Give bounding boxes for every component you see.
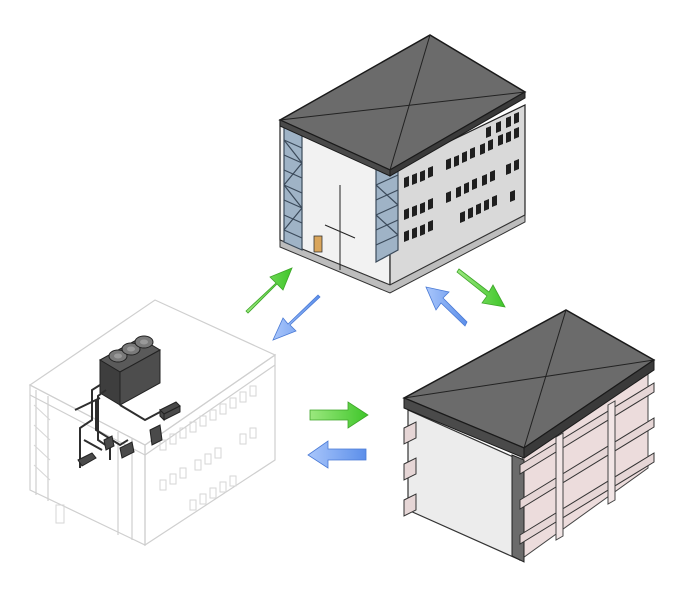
mep-ghost-building [28, 299, 277, 547]
struct-slabs [403, 382, 655, 545]
mep-units [77, 401, 181, 467]
arch-stair-tower [283, 124, 303, 251]
struct-roof-ridge-2 [523, 309, 567, 449]
arrow-green-up-left [245, 267, 293, 314]
architectural-model [278, 34, 527, 294]
arch-roof-edge-right [389, 91, 526, 177]
arch-wall-line-2 [324, 224, 356, 239]
arch-roof-ridge-1 [279, 91, 526, 121]
struct-roof-edge-right [523, 359, 655, 459]
arrow-green-down-right [456, 268, 506, 308]
mep-model [28, 299, 277, 547]
struct-columns [555, 400, 616, 541]
arrows-mep-struct [307, 401, 369, 469]
arrows-arch-mep [245, 267, 321, 341]
arch-roof-ridge-2 [389, 34, 431, 171]
arch-door [313, 235, 323, 253]
mep-hvac-unit [98, 335, 162, 406]
structural-model [402, 309, 656, 563]
arrow-green-right [309, 401, 369, 429]
arch-stair-tower-right [375, 159, 399, 264]
struct-roof-ridge-1 [403, 359, 655, 399]
arrow-blue-down-left [272, 294, 321, 341]
arrow-blue-left [307, 440, 367, 469]
mep-ghost-windows [33, 385, 257, 524]
arrows-arch-struct [425, 268, 506, 327]
arrow-blue-up-left [425, 286, 468, 327]
arch-base [279, 214, 526, 294]
